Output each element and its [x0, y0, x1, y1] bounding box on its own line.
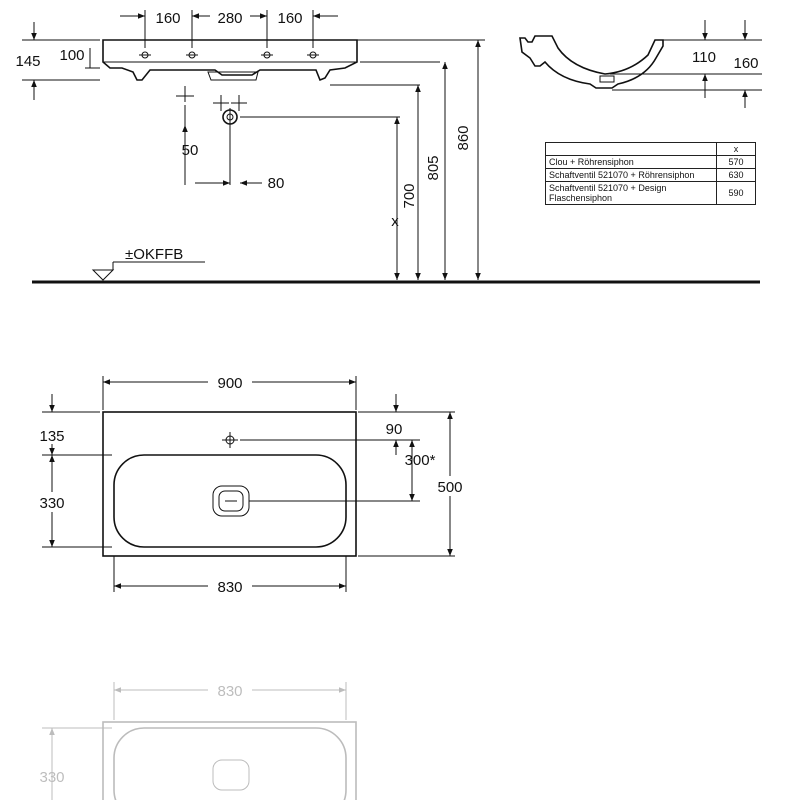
- basin-section-outline: [519, 35, 664, 89]
- side-view: 160 280 160 145 100: [15, 6, 760, 284]
- dim-805: 805: [425, 155, 442, 180]
- dim-300-star: 300*: [405, 452, 436, 469]
- dim-330: 330: [39, 495, 64, 512]
- dim-110: 110: [692, 49, 716, 66]
- table-cell-desc: Schaftventil 521070 + Design Flaschensip…: [545, 181, 717, 205]
- dim-700: 700: [401, 183, 418, 208]
- dim-145: 145: [15, 53, 40, 70]
- table-header-x: x: [716, 142, 756, 156]
- ghost-plan-view: 830 330: [39, 680, 357, 800]
- dim-x: x: [391, 213, 399, 230]
- plan-view: 900 830 135 330 90 300* 500: [30, 372, 472, 596]
- dim-top-160-left: 160: [155, 10, 180, 27]
- dim-80: 80: [268, 175, 285, 192]
- supply-connections: 50 80: [176, 86, 400, 192]
- dim-top-280: 280: [217, 10, 242, 27]
- table-header-blank: [545, 142, 717, 156]
- left-dimensions: 145 100: [15, 22, 100, 100]
- table-row: Clou + Röhrensiphon 570: [545, 155, 756, 169]
- dim-860: 860: [455, 125, 472, 150]
- floor-label: ±OKFFB: [125, 246, 183, 263]
- dim-50: 50: [182, 142, 199, 159]
- height-dimensions: x 700 805 860: [330, 39, 485, 280]
- top-dimension-chain: 160 280 160: [120, 6, 338, 48]
- basin-side-outline: [102, 39, 358, 82]
- siphon-spec-table: x Clou + Röhrensiphon 570 Schaftventil 5…: [545, 142, 756, 205]
- table-row: Schaftventil 521070 + Design Flaschensip…: [545, 181, 756, 205]
- table-cell-desc: Schaftventil 521070 + Röhrensiphon: [545, 168, 717, 182]
- dim-top-160-right: 160: [277, 10, 302, 27]
- dim-160-section: 160: [733, 55, 758, 72]
- table-cell-value: 590: [716, 181, 756, 205]
- floor-reference: ±OKFFB: [32, 246, 760, 284]
- section-view: 110 160: [519, 20, 762, 108]
- dim-100: 100: [59, 47, 84, 64]
- dim-500: 500: [437, 479, 462, 496]
- ghost-dim-330: 330: [39, 769, 64, 786]
- table-cell-value: 570: [716, 155, 756, 169]
- basin-plan-outline: [102, 411, 357, 557]
- dim-90: 90: [386, 421, 403, 438]
- dim-830: 830: [217, 579, 242, 596]
- table-row: Schaftventil 521070 + Röhrensiphon 630: [545, 168, 756, 182]
- ghost-dim-830: 830: [217, 683, 242, 700]
- dim-135: 135: [39, 428, 64, 445]
- table-cell-desc: Clou + Röhrensiphon: [545, 155, 717, 169]
- tap-hole-markers: [139, 51, 319, 59]
- table-header-row: x: [545, 142, 756, 156]
- table-cell-value: 630: [716, 168, 756, 182]
- dim-900: 900: [217, 375, 242, 392]
